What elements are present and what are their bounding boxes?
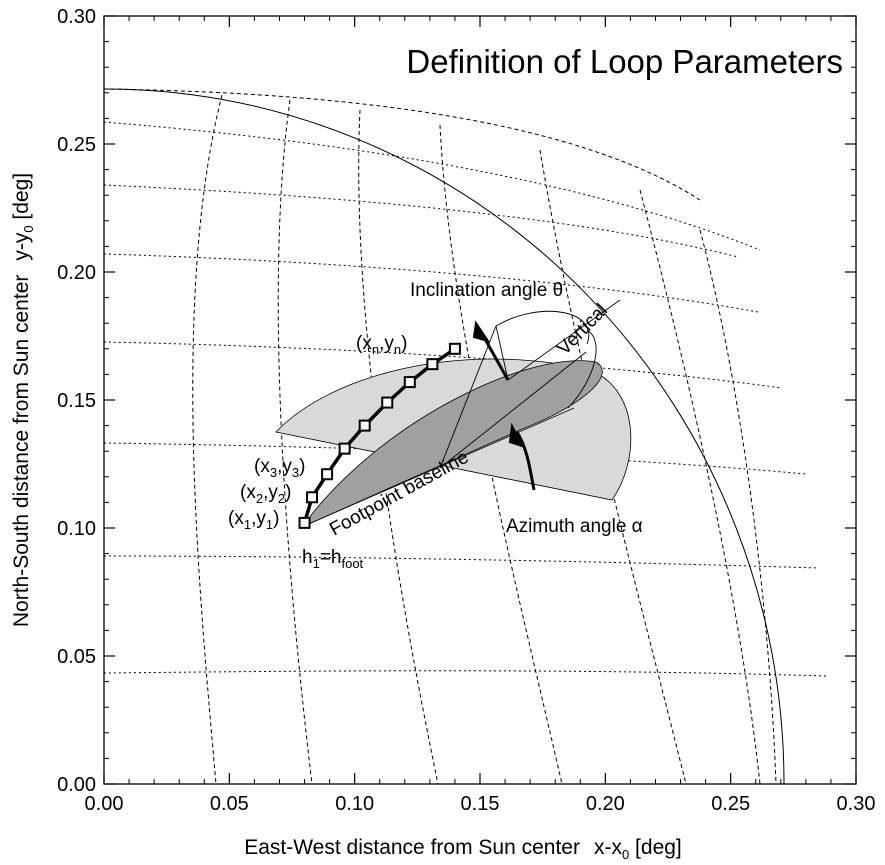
- longitude-line: [104, 88, 701, 201]
- x-tick-label: 0.05: [210, 793, 249, 815]
- longitude-line: [192, 94, 223, 784]
- x-tick-label: 0.00: [85, 793, 124, 815]
- y-tick-label: 0.15: [57, 390, 96, 412]
- inclination-label: Inclination angle θ: [410, 280, 563, 301]
- latitude-line: [104, 670, 827, 677]
- latitude-line: [104, 184, 739, 258]
- x-axis-ticks: 0.00 0.05 0.10 0.15 0.20 0.25 0.30: [85, 16, 876, 815]
- x-tick-label: 0.20: [586, 793, 625, 815]
- loop-point: [426, 358, 439, 371]
- x-tick-label: 0.10: [335, 793, 374, 815]
- loop-point: [448, 342, 461, 355]
- y-tick-label: 0.30: [57, 6, 96, 28]
- loop-point: [358, 419, 371, 432]
- loop-point: [381, 396, 394, 409]
- longitude-line: [358, 109, 439, 784]
- loop-point: [338, 442, 351, 455]
- loop-plane: [300, 360, 603, 528]
- loop-planes: [275, 299, 632, 528]
- solar-limb: [104, 88, 785, 784]
- y-tick-label: 0.00: [57, 774, 96, 796]
- latitude-line: [104, 253, 759, 313]
- loop-curve: [298, 342, 461, 529]
- x-tick-label: 0.30: [837, 793, 876, 815]
- latitude-line: [104, 555, 819, 569]
- y-axis-ticks: 0.00 0.05 0.10 0.15 0.20 0.25 0.30: [57, 6, 856, 796]
- y-axis-label: North-South distance from Sun centery-y0…: [10, 173, 36, 627]
- y-tick-label: 0.25: [57, 134, 96, 156]
- x-tick-label: 0.15: [461, 793, 500, 815]
- x-tick-label: 0.25: [711, 793, 750, 815]
- figure-title: Definition of Loop Parameters: [406, 43, 843, 80]
- longitude-line: [699, 229, 777, 784]
- loop-point: [403, 376, 416, 389]
- loop-point: [298, 516, 311, 529]
- vertical-label: Vertical: [553, 300, 611, 359]
- point-label-1: (x1,y1): [228, 508, 279, 532]
- loop-point: [321, 468, 334, 481]
- point-label-n: (xn,yn): [356, 333, 407, 357]
- footpoint-height-label: h1=hfoot: [302, 547, 364, 571]
- solar-grid: [104, 88, 827, 784]
- longitude-line: [539, 149, 687, 784]
- latitude-line: [104, 121, 761, 251]
- y-tick-label: 0.05: [57, 646, 96, 668]
- loop-point: [306, 491, 319, 504]
- point-label-3: (x3,y3): [254, 456, 305, 480]
- azimuth-label: Azimuth angle α: [506, 516, 643, 537]
- point-label-2: (x2,y2): [240, 482, 291, 506]
- y-tick-label: 0.20: [57, 262, 96, 284]
- y-tick-label: 0.10: [57, 518, 96, 540]
- azimuth-arrow: [508, 422, 536, 491]
- longitude-line: [277, 99, 313, 784]
- inclination-arc: [495, 310, 590, 345]
- longitude-line: [639, 189, 761, 784]
- vertical-arrow: [472, 320, 510, 381]
